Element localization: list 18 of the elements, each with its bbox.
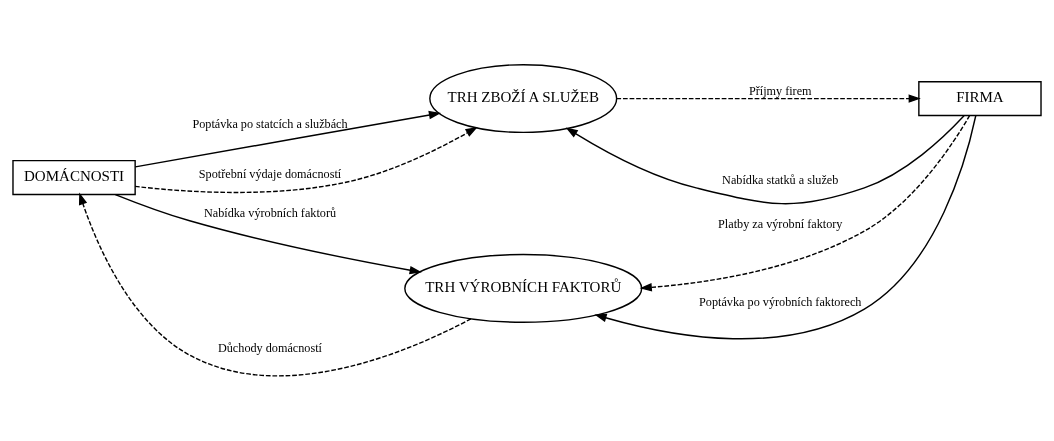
edge-label: Spotřební výdaje domácností [198, 166, 342, 181]
arrow [134, 126, 478, 194]
edge-label: Poptávka po výrobních faktorech [699, 294, 862, 309]
edge-label: Platby za výrobní faktory [718, 216, 843, 231]
arrow [639, 115, 971, 292]
arrow [594, 115, 977, 340]
arrow [134, 110, 442, 168]
edge-label: Nabídka statků a služeb [722, 173, 839, 188]
arrow [114, 193, 422, 275]
node-box: FIRMA [918, 80, 1042, 117]
edge-label: Příjmy firem [748, 84, 812, 99]
arrow [78, 192, 472, 377]
edge-label: Nabídka výrobních faktorů [203, 206, 337, 221]
edge-label: Poptávka po statcích a službách [192, 117, 348, 132]
arrow [565, 115, 965, 205]
edge-label: Důchody domácností [217, 340, 323, 355]
arrow [615, 94, 921, 103]
node-box: DOMÁCNOSTI [12, 159, 136, 196]
